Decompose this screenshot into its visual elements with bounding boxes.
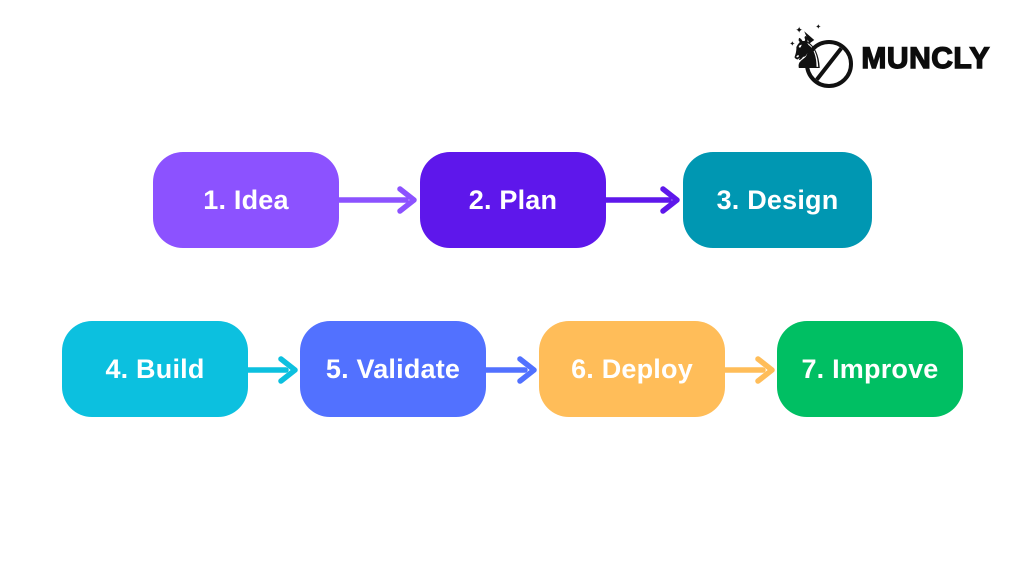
sparkle-icon [789,40,795,48]
step-label: 4. Build [105,353,205,384]
step-plan: 2. Plan [420,152,606,248]
step-label: 5. Validate [325,353,461,384]
step-deploy: 6. Deploy [539,321,725,417]
muncly-logo: ♞ MUNCLY [787,28,990,88]
unicorn-body: ♞ [787,28,827,79]
step-idea: 1. Idea [153,152,339,248]
step-design: 3. Design [683,152,872,248]
arrow-validate-to-deploy [483,356,537,384]
step-label: 3. Design [716,184,839,215]
unicorn-badge-icon: ♞ [787,28,854,88]
sparkle-icon [795,26,803,36]
arrow-idea-to-plan [336,186,417,214]
step-label: 1. Idea [203,184,289,215]
step-build: 4. Build [62,321,248,417]
step-improve: 7. Improve [777,321,963,417]
step-label: 6. Deploy [571,353,693,384]
step-label: 2. Plan [468,184,558,215]
sparkle-icon [815,23,821,31]
arrow-plan-to-design [603,186,680,214]
arrow-deploy-to-improve [722,356,775,384]
step-label: 7. Improve [801,353,939,384]
arrow-build-to-validate [245,356,298,384]
muncly-logo-text: MUNCLY [861,41,990,75]
badge-circle [805,40,854,88]
step-validate: 5. Validate [300,321,486,417]
